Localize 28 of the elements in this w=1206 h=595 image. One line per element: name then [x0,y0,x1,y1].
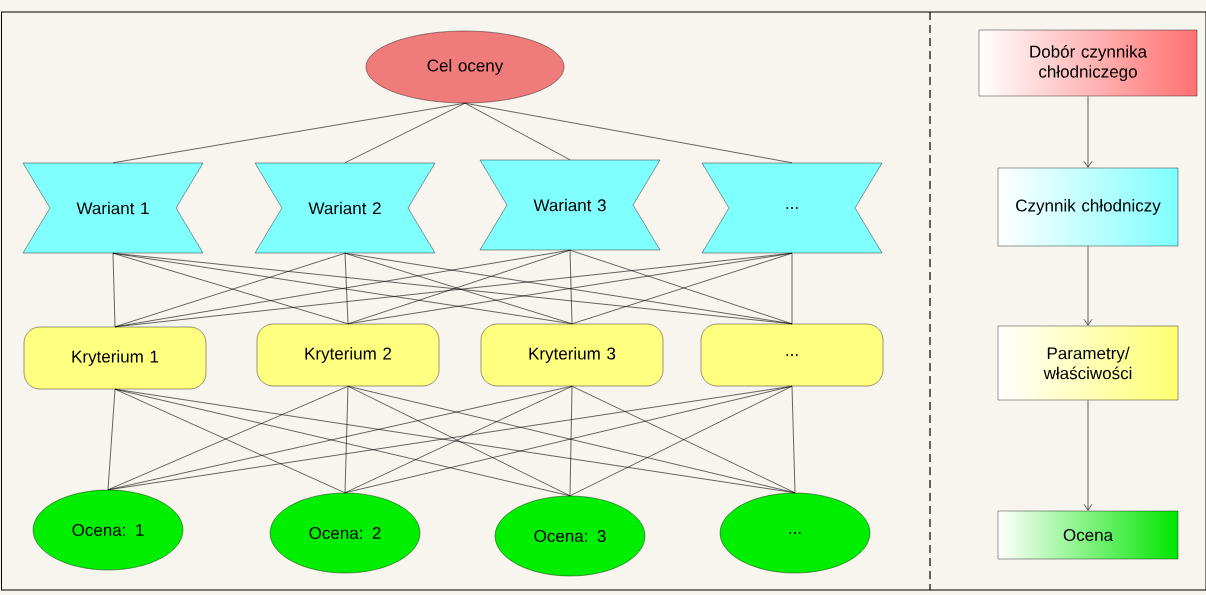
criterion-box: Kryterium 1 [23,326,207,390]
criterion-box: Kryterium 3 [480,323,664,387]
ellipse-node: Ocena: 3 [494,495,646,577]
connector-line [464,102,793,164]
connector-line [791,252,793,325]
criterion-box: ... [700,323,884,387]
connector-line [791,385,796,494]
connector-line [112,252,116,328]
connector-line [569,385,573,497]
process-box: Czynnik chłodniczy [997,167,1179,247]
arrow [1083,95,1093,168]
connector-line [112,102,466,164]
ellipse-node: Ocena: 2 [269,492,421,574]
criterion-box: Kryterium 2 [256,323,440,387]
connector-line [344,385,349,494]
connector-line [344,102,466,164]
process-box: Parametry/ właściwości [997,325,1179,401]
process-box: Dobór czynnika chłodniczego [978,29,1198,97]
ellipse-node: Ocena: 1 [32,489,184,571]
process-box: Ocena [997,510,1179,560]
arrow [1083,245,1093,326]
connector-line [107,388,116,491]
connector-line [569,249,573,325]
connector-line [344,252,349,325]
ellipse-node: Cel oceny [365,30,565,104]
arrow [1083,399,1093,511]
connector-line [464,102,571,161]
ellipse-node: ... [719,492,871,574]
